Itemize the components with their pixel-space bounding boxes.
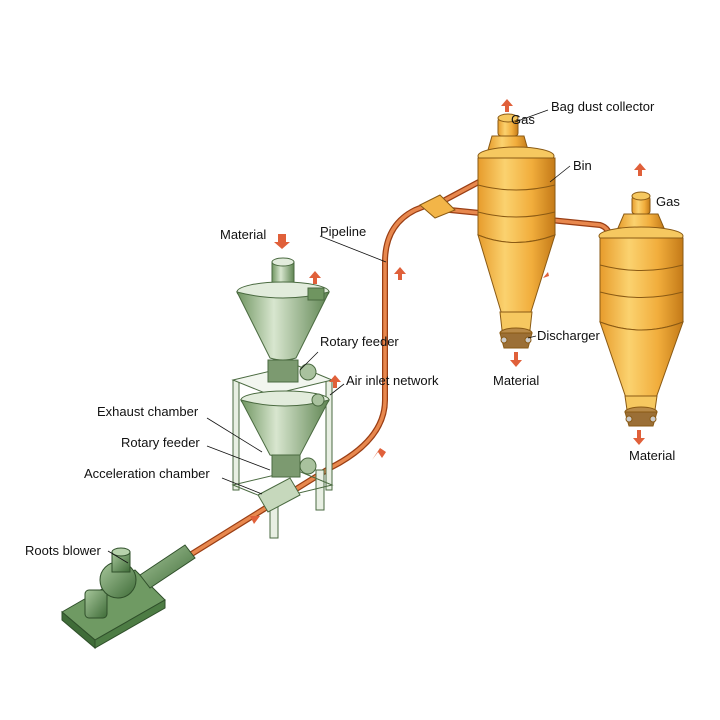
label-gas-right: Gas	[656, 194, 680, 209]
bin-2	[598, 191, 684, 427]
label-discharger: Discharger	[537, 328, 600, 343]
label-roots-blower: Roots blower	[25, 543, 101, 558]
label-rotary-feeder-lower: Rotary feeder	[121, 435, 200, 450]
label-gas-top: Gas	[511, 112, 535, 127]
bin-1	[477, 113, 556, 349]
pipe-splitter	[419, 194, 456, 219]
label-exhaust-chamber: Exhaust chamber	[97, 404, 199, 419]
flow-arrows	[244, 99, 646, 526]
label-rotary-feeder-upper: Rotary feeder	[320, 334, 399, 349]
label-material-bin1: Material	[493, 373, 540, 388]
label-material-bin2: Material	[629, 448, 676, 463]
leader-lines	[107, 109, 571, 564]
roots-blower	[61, 544, 196, 650]
feeder-station	[231, 257, 334, 539]
label-bag-dust-collector: Bag dust collector	[551, 99, 655, 114]
label-air-inlet-network: Air inlet network	[346, 373, 439, 388]
label-pipeline: Pipeline	[320, 224, 367, 239]
label-material-top: Material	[220, 227, 267, 242]
label-acceleration-chamber: Acceleration chamber	[84, 466, 210, 481]
label-bin: Bin	[573, 158, 592, 173]
